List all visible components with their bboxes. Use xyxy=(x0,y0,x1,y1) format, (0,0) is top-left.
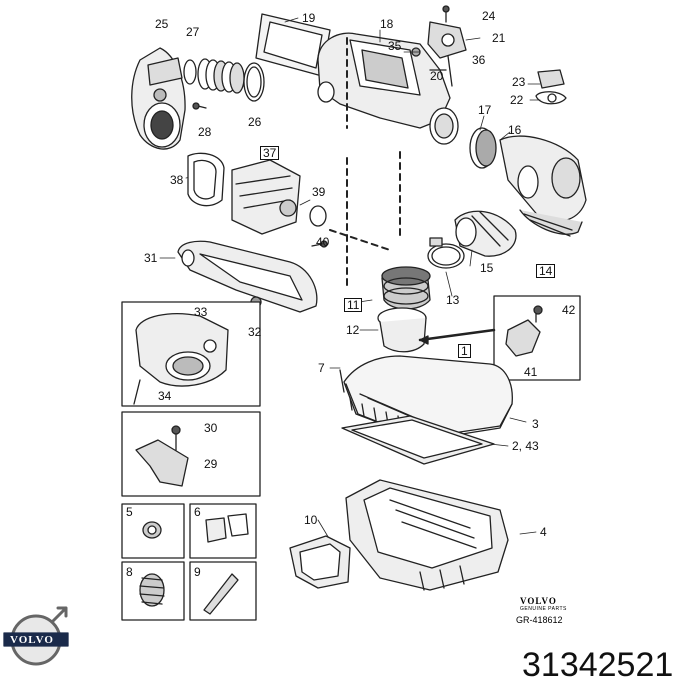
boxed-callout-14: 14 xyxy=(536,264,556,278)
callout-7: 7 xyxy=(318,361,325,375)
callout-19: 19 xyxy=(302,11,316,25)
panel-9-drawing xyxy=(189,561,257,621)
panel-6-drawing xyxy=(189,503,257,559)
callout-21: 21 xyxy=(492,31,506,45)
callout-30: 30 xyxy=(204,421,218,435)
clamp-17-drawing xyxy=(469,127,497,169)
callout-8: 8 xyxy=(126,565,133,579)
filter-element-2-drawing xyxy=(341,415,495,465)
clamp-13-drawing xyxy=(427,237,465,269)
panel-29-drawing xyxy=(121,411,261,497)
panel-8-drawing xyxy=(121,561,185,621)
callout-26: 26 xyxy=(248,115,262,129)
sensor-41-inset-drawing xyxy=(418,295,581,381)
volvo-logo-text: VOLVO xyxy=(10,634,54,646)
callout-5: 5 xyxy=(126,505,133,519)
bellows-11-drawing xyxy=(377,266,431,353)
panel-33-drawing xyxy=(121,301,261,407)
callout-40: 40 xyxy=(316,235,330,249)
callout-12: 12 xyxy=(346,323,360,337)
callout-38: 38 xyxy=(170,173,184,187)
boxed-callout-11: 11 xyxy=(344,298,363,312)
sensor-21-drawing xyxy=(411,5,467,87)
callout-25: 25 xyxy=(155,17,169,31)
callout-34: 34 xyxy=(158,389,172,403)
callout-9: 9 xyxy=(194,565,201,579)
callout-36: 36 xyxy=(472,53,486,67)
callout-20: 20 xyxy=(430,69,444,83)
hose-16-drawing xyxy=(499,135,587,237)
callout-17: 17 xyxy=(478,103,492,117)
callout-41: 41 xyxy=(524,365,538,379)
callout-2-43: 2, 43 xyxy=(512,439,539,453)
reference-code: GR-418612 xyxy=(516,615,563,625)
callout-42: 42 xyxy=(562,303,576,317)
callout-18: 18 xyxy=(380,17,394,31)
volvo-logo-mark xyxy=(3,606,69,666)
intake-duct-18-drawing xyxy=(317,32,459,145)
callout-28: 28 xyxy=(198,125,212,139)
boxed-callout-37: 37 xyxy=(260,146,280,160)
assembly-guide-lines xyxy=(329,37,401,291)
reference-genuine-parts: GENUINE PARTS xyxy=(520,606,567,612)
housing-37-drawing xyxy=(187,152,328,248)
callout-22: 22 xyxy=(510,93,524,107)
callout-29: 29 xyxy=(204,457,218,471)
callout-32: 32 xyxy=(248,325,262,339)
gasket-19-drawing xyxy=(255,13,331,77)
lower-housing-4-drawing xyxy=(345,479,509,591)
callout-27: 27 xyxy=(186,25,200,39)
callout-33: 33 xyxy=(194,305,208,319)
callout-15: 15 xyxy=(480,261,494,275)
duct-10-drawing xyxy=(289,535,351,589)
callout-4: 4 xyxy=(540,525,547,539)
panel-5-drawing xyxy=(121,503,185,559)
hose-15-drawing xyxy=(454,210,517,257)
throttle-assembly-drawing xyxy=(131,47,265,150)
callout-16: 16 xyxy=(508,123,522,137)
callout-24: 24 xyxy=(482,9,496,23)
callout-13: 13 xyxy=(446,293,460,307)
boxed-callout-1: 1 xyxy=(458,344,471,358)
callout-31: 31 xyxy=(144,251,158,265)
connector-23-drawing xyxy=(535,69,567,105)
callout-39: 39 xyxy=(312,185,326,199)
callout-23: 23 xyxy=(512,75,526,89)
callout-3: 3 xyxy=(532,417,539,431)
callout-10: 10 xyxy=(304,513,318,527)
reference-brand: VOLVO xyxy=(520,596,557,606)
part-number: 31342521 xyxy=(522,646,674,684)
bellows-ribs xyxy=(197,58,245,94)
callout-6: 6 xyxy=(194,505,201,519)
callout-35: 35 xyxy=(388,39,402,53)
